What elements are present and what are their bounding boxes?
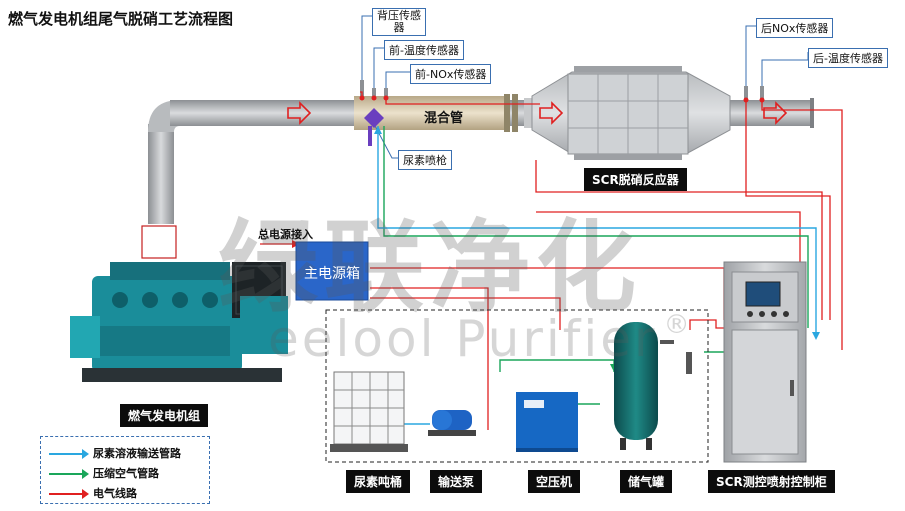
mixing-pipe-label: 混合管 bbox=[424, 111, 464, 126]
legend-electric-swatch bbox=[49, 489, 89, 499]
flow-arrow-icon bbox=[539, 101, 564, 125]
legend-electric-line: 电气线路 bbox=[49, 485, 137, 501]
compressor-label: 空压机 bbox=[528, 470, 581, 493]
main-power-box-label: 主电源箱 bbox=[304, 266, 360, 282]
main-power-box-body bbox=[296, 242, 368, 300]
urea-tank-label: 尿素吨桶 bbox=[346, 470, 411, 493]
brand-watermark-en: eelool Purifier® bbox=[268, 310, 693, 368]
air-storage-tank bbox=[614, 322, 692, 450]
registered-mark: ® bbox=[663, 310, 693, 340]
legend-electric-text: 电气线路 bbox=[93, 487, 137, 500]
legend-urea-line: 尿素溶液输送管路 bbox=[49, 445, 181, 461]
legend-air-text: 压缩空气管路 bbox=[93, 467, 159, 480]
legend-air-line: 压缩空气管路 bbox=[49, 465, 159, 481]
air-compressor bbox=[516, 392, 578, 452]
front-nox-sensor-label: 前-NOx传感器 bbox=[410, 64, 492, 84]
rear-temp-sensor-label: 后-温度传感器 bbox=[808, 48, 888, 68]
flow-arrow-icon bbox=[763, 101, 788, 125]
control-cabinet-label: SCR测控喷射控制柜 bbox=[708, 470, 835, 493]
mixing-pipe-body bbox=[354, 96, 506, 130]
brand-watermark: 绿联净化 bbox=[218, 209, 642, 326]
urea-gun-label: 尿素喷枪 bbox=[398, 150, 452, 170]
scr-reactor-label: SCR脱硝反应器 bbox=[584, 168, 687, 191]
legend: 尿素溶液输送管路 压缩空气管路 电气线路 bbox=[40, 436, 210, 504]
air-tank-label: 储气罐 bbox=[620, 470, 673, 493]
rear-nox-sensor-label: 后NOx传感器 bbox=[756, 18, 834, 38]
legend-urea-swatch bbox=[49, 449, 89, 459]
urea-gun-icon bbox=[364, 108, 384, 146]
generator-label: 燃气发电机组 bbox=[120, 404, 209, 427]
equipment-group-box bbox=[325, 309, 709, 463]
urea-ibc-tank bbox=[330, 371, 408, 452]
pump-label: 输送泵 bbox=[430, 470, 483, 493]
control-cabinet bbox=[723, 261, 807, 463]
page-title: 燃气发电机组尾气脱硝工艺流程图 bbox=[8, 10, 234, 28]
front-temp-sensor-label: 前-温度传感器 bbox=[384, 40, 464, 60]
legend-urea-text: 尿素溶液输送管路 bbox=[93, 447, 181, 460]
flow-arrow-icon bbox=[287, 101, 312, 125]
back-pressure-sensor-label: 背压传感器 bbox=[372, 8, 426, 36]
scr-reactor-body bbox=[531, 66, 731, 160]
legend-air-swatch bbox=[49, 469, 89, 479]
main-power-inlet-label: 总电源接入 bbox=[258, 228, 313, 241]
generator-set bbox=[70, 225, 288, 382]
transfer-pump bbox=[428, 410, 476, 436]
